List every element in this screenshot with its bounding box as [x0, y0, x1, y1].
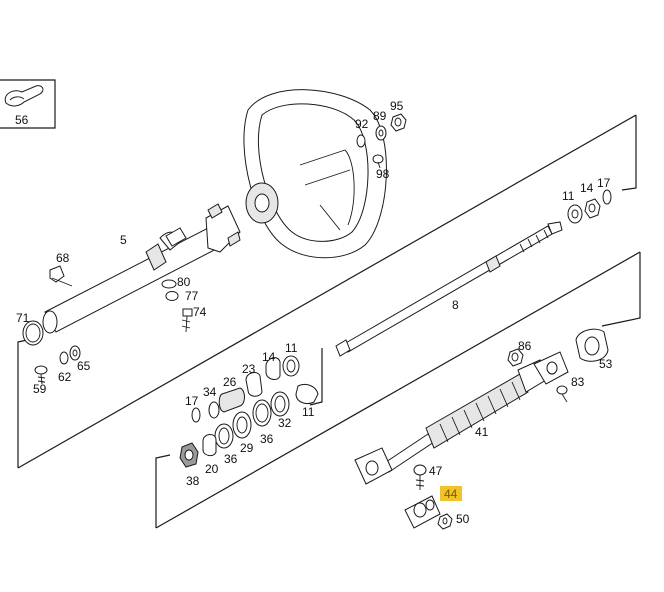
svg-text:17: 17	[185, 394, 199, 408]
part-36-lower[interactable]: 36	[214, 423, 238, 466]
svg-text:47: 47	[429, 464, 443, 478]
svg-text:98: 98	[376, 167, 390, 181]
upper-frame-lower	[17, 114, 637, 469]
svg-text:41: 41	[475, 425, 489, 439]
part-59[interactable]: 59	[33, 365, 48, 396]
svg-text:56: 56	[15, 113, 29, 127]
lower-frame-diag	[155, 251, 641, 529]
svg-text:95: 95	[390, 99, 404, 113]
svg-text:36: 36	[260, 432, 274, 446]
svg-text:11: 11	[562, 189, 575, 203]
svg-text:89: 89	[373, 109, 387, 123]
part-32[interactable]: 32	[270, 391, 292, 430]
svg-text:36: 36	[224, 452, 238, 466]
svg-text:17: 17	[597, 176, 611, 190]
part-77[interactable]: 77	[165, 289, 199, 303]
part-83[interactable]: 83	[556, 375, 585, 403]
part-11-lower[interactable]: 11	[295, 383, 319, 419]
part-92[interactable]: 92	[355, 117, 369, 148]
svg-text:5: 5	[120, 233, 127, 247]
svg-text:23: 23	[242, 362, 256, 376]
part-44-highlight	[440, 486, 462, 501]
svg-text:14: 14	[580, 181, 594, 195]
part-80[interactable]: 80	[161, 275, 191, 289]
svg-text:8: 8	[452, 298, 459, 312]
part-68[interactable]: 68	[49, 251, 73, 287]
part-38[interactable]: 38	[179, 442, 200, 488]
column-bracket	[309, 348, 323, 406]
part-74[interactable]: 74	[181, 305, 207, 333]
part-20[interactable]: 20	[202, 434, 219, 476]
svg-text:80: 80	[177, 275, 191, 289]
svg-text:53: 53	[599, 357, 613, 371]
part-29[interactable]: 29	[232, 411, 254, 455]
svg-text:68: 68	[56, 251, 70, 265]
part-17-top[interactable]: 17	[597, 176, 612, 205]
part-23[interactable]: 23	[242, 362, 263, 397]
svg-text:20: 20	[205, 462, 219, 476]
upper-coupling[interactable]	[533, 351, 569, 385]
svg-text:83: 83	[571, 375, 585, 389]
upper-frame	[621, 115, 637, 191]
steering-shaft-8[interactable]: 8	[335, 221, 563, 357]
part-53[interactable]: 53	[575, 328, 613, 371]
intermediate-shaft-41[interactable]: 41	[354, 359, 547, 485]
part-98[interactable]: 98	[372, 154, 390, 181]
steering-wheel[interactable]	[243, 89, 387, 259]
part-89[interactable]: 89	[373, 109, 387, 141]
svg-text:26: 26	[223, 375, 237, 389]
svg-text:71: 71	[16, 311, 30, 325]
svg-text:65: 65	[77, 359, 91, 373]
svg-text:50: 50	[456, 512, 470, 526]
part-71[interactable]: 71	[16, 311, 44, 346]
part-65[interactable]: 65	[69, 345, 91, 373]
part-95[interactable]: 95	[390, 99, 407, 132]
svg-text:77: 77	[185, 289, 199, 303]
lower-frame	[601, 252, 641, 327]
part-11-top[interactable]: 11	[562, 189, 583, 224]
part-17-mid[interactable]: 17	[185, 394, 201, 423]
svg-text:86: 86	[518, 339, 532, 353]
svg-text:59: 59	[33, 382, 47, 396]
part-44[interactable]: 44	[404, 486, 462, 529]
svg-text:32: 32	[278, 416, 292, 430]
part-11-mid[interactable]: 11	[282, 341, 300, 377]
svg-text:38: 38	[186, 474, 200, 488]
part-56[interactable]: 56	[15, 113, 29, 127]
part-62[interactable]: 62	[58, 351, 72, 384]
svg-text:62: 62	[58, 370, 72, 384]
part-86[interactable]: 86	[507, 339, 532, 367]
svg-text:14: 14	[262, 350, 276, 364]
svg-text:11: 11	[302, 405, 315, 419]
part-34[interactable]: 34	[203, 385, 220, 419]
part-50[interactable]: 50	[437, 512, 470, 530]
svg-text:44: 44	[444, 487, 458, 501]
part-14-mid[interactable]: 14	[262, 350, 281, 380]
svg-text:34: 34	[203, 385, 217, 399]
upper-frame-left	[17, 339, 28, 468]
svg-text:74: 74	[193, 305, 207, 319]
inset-frame-56	[0, 79, 56, 129]
part-36-upper[interactable]: 36	[252, 399, 274, 446]
column-tube-5[interactable]: 5	[42, 203, 241, 334]
part-14-top[interactable]: 14	[580, 181, 601, 219]
part-47[interactable]: 47	[413, 464, 443, 490]
svg-text:11: 11	[285, 341, 298, 355]
lower-frame-left	[155, 454, 171, 528]
part-26[interactable]: 26	[218, 375, 245, 413]
svg-text:92: 92	[355, 117, 369, 131]
svg-text:29: 29	[240, 441, 254, 455]
